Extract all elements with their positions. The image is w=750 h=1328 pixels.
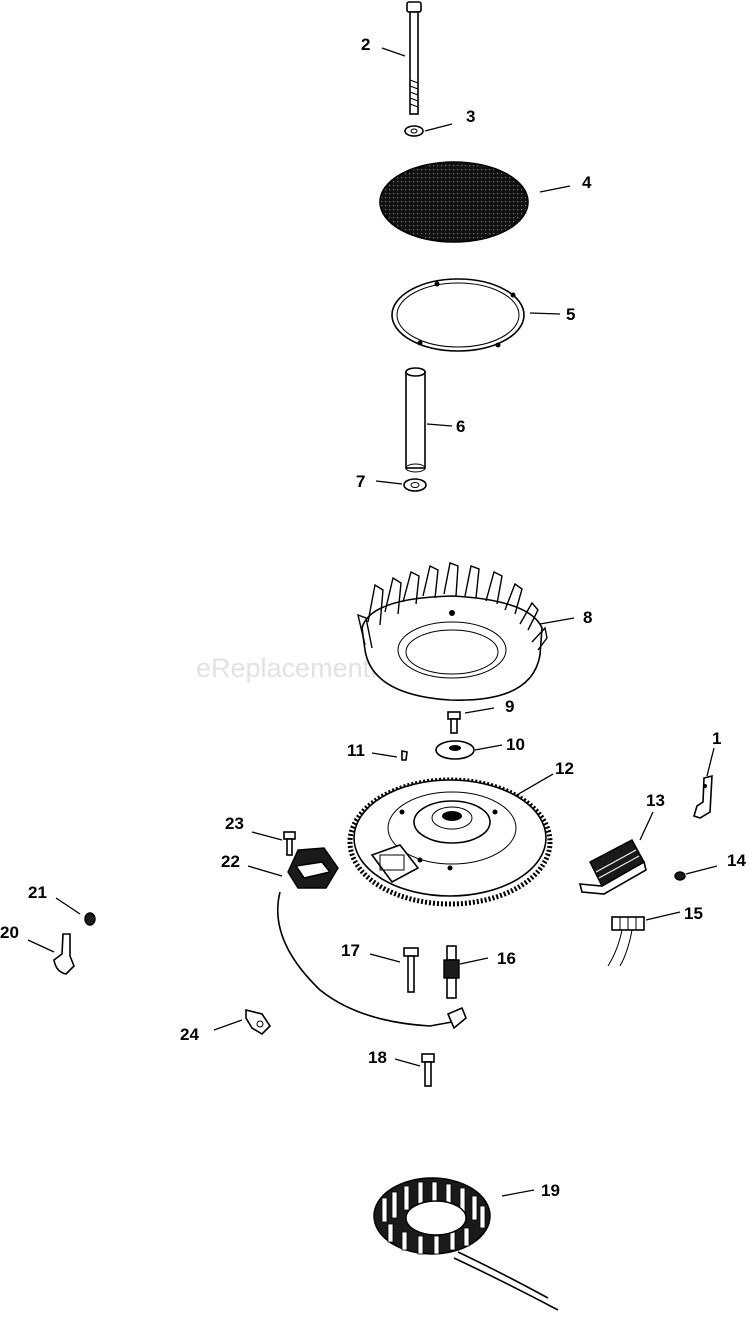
callout-8: 8 (583, 608, 592, 627)
part-9-screw (447, 711, 461, 734)
part-13-rectifier (578, 839, 647, 895)
callout-12: 12 (555, 759, 574, 778)
part-16-spark-plug (443, 945, 460, 999)
callout-6: 6 (456, 417, 465, 436)
callout-1: 1 (712, 729, 721, 748)
part-22-ignition-module (276, 847, 467, 1030)
callout-17: 17 (341, 941, 360, 960)
part-10-spacer (435, 740, 475, 760)
callout-9: 9 (505, 697, 514, 716)
part-2-bolt (406, 1, 422, 115)
callout-23: 23 (225, 814, 244, 833)
callout-18: 18 (368, 1048, 387, 1067)
leader-lines (27, 47, 718, 1197)
part-6-spacer (405, 367, 426, 473)
part-17-bolt (403, 947, 419, 993)
callout-20: 20 (0, 923, 19, 942)
part-14-screw (674, 871, 686, 881)
callout-24: 24 (180, 1025, 199, 1044)
part-19-stator (373, 1177, 559, 1311)
callout-3: 3 (466, 107, 475, 126)
callout-7: 7 (356, 472, 365, 491)
part-8-fan (357, 562, 548, 701)
part-3-washer (404, 125, 424, 137)
part-1-bracket (693, 774, 713, 819)
callout-15: 15 (684, 904, 703, 923)
callout-16: 16 (497, 949, 516, 968)
callout-2: 2 (361, 35, 370, 54)
callout-labels: 2 3 4 5 6 7 8 9 10 11 12 1 13 14 15 16 1… (0, 35, 746, 1200)
part-11-key (401, 750, 408, 761)
callout-14: 14 (727, 851, 746, 870)
part-23-screw (283, 831, 296, 856)
part-20-clip (53, 933, 75, 975)
callout-5: 5 (566, 305, 575, 324)
part-4-screen (379, 161, 529, 243)
callout-11: 11 (347, 741, 365, 760)
callout-10: 10 (506, 735, 525, 754)
callout-21: 21 (28, 883, 47, 902)
callout-19: 19 (541, 1181, 560, 1200)
part-7-washer (403, 478, 427, 492)
part-21-nut (84, 912, 96, 926)
callout-13: 13 (646, 791, 665, 810)
callout-4: 4 (582, 173, 592, 192)
part-18-bolt (421, 1053, 435, 1087)
part-5-ring (391, 278, 525, 352)
part-24-clip (245, 1008, 272, 1036)
callout-22: 22 (221, 852, 240, 871)
part-15-connector (607, 916, 645, 967)
part-12-flywheel (347, 777, 553, 907)
